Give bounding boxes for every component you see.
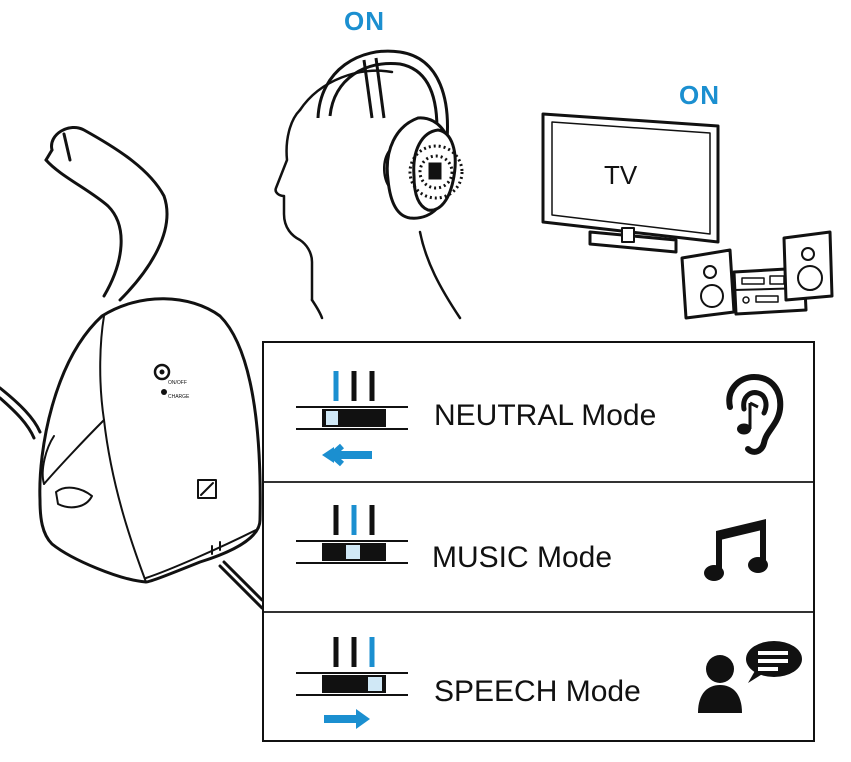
tv-screen-label: TV: [604, 160, 638, 190]
mode-switch-center-position: [296, 505, 408, 564]
mode-row-speech: SPEECH Mode: [264, 613, 813, 741]
music-note-icon: [704, 519, 768, 581]
ear-icon: [726, 373, 784, 455]
svg-text:CHARGE: CHARGE: [168, 394, 190, 400]
svg-text:ON/OFF: ON/OFF: [168, 380, 187, 386]
mode-label-speech: SPEECH Mode: [434, 675, 641, 708]
mode-switch-left-position: [296, 371, 408, 467]
mode-switch-right-position: [296, 637, 408, 729]
mode-label-neutral: NEUTRAL Mode: [434, 399, 657, 432]
mode-row-neutral: NEUTRAL Mode: [264, 343, 813, 481]
speaking-person-icon: [698, 641, 802, 713]
mode-row-divider: [264, 481, 813, 483]
mode-label-music: MUSIC Mode: [432, 541, 613, 574]
mode-row-divider: [264, 611, 813, 613]
mode-row-music: MUSIC Mode: [264, 483, 813, 611]
tv-on-label: ON: [679, 80, 720, 110]
sound-mode-panel: NEUTRAL Mode MUSIC Mode: [262, 341, 815, 742]
headphones-on-label: ON: [344, 6, 385, 36]
